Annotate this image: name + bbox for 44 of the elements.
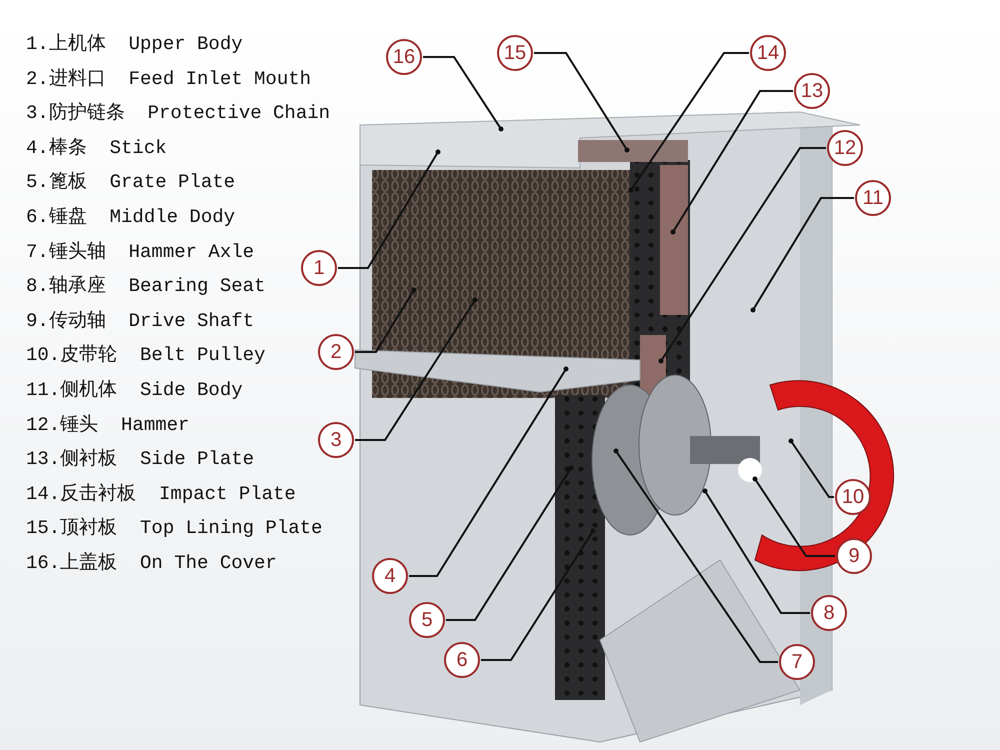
part-name: 10.皮带轮 Belt Pulley xyxy=(26,343,266,368)
part-name: 16.上盖板 On The Cover xyxy=(26,551,277,575)
part-name: 14.反击衬板 Impact Plate xyxy=(26,482,296,506)
callout-number: 12 xyxy=(827,130,863,166)
leader-line xyxy=(658,147,826,364)
part-name: 4.棒条 Stick xyxy=(26,136,167,160)
part-name: 8.轴承座 Bearing Seat xyxy=(26,274,266,298)
callout-number: 15 xyxy=(497,35,533,71)
leader-line xyxy=(481,528,596,661)
callout-number: 10 xyxy=(835,479,871,515)
part-name: 2.进料口 Feed Inlet Mouth xyxy=(26,66,312,91)
leader-line xyxy=(534,52,630,152)
leader-line xyxy=(338,150,440,269)
part-name: 15.顶衬板 Top Lining Plate xyxy=(26,516,322,540)
leader-line xyxy=(670,90,793,234)
callout-number: 9 xyxy=(836,538,872,574)
part-name: 6.锤盘 Middle Dody xyxy=(26,205,236,229)
leader-line xyxy=(355,288,416,353)
part-name: 13.侧衬板 Side Plate xyxy=(26,447,254,472)
callout-number: 1 xyxy=(301,250,337,286)
leader-line xyxy=(788,438,834,498)
leader-line xyxy=(628,52,749,192)
leader-line xyxy=(446,466,574,621)
leader-line xyxy=(423,56,504,132)
callout-number: 14 xyxy=(750,35,786,71)
callout-number: 2 xyxy=(318,334,354,370)
leader-line xyxy=(750,197,854,312)
leader-line xyxy=(702,488,810,614)
leader-line xyxy=(409,366,568,577)
part-name: 5.篦板 Grate Plate xyxy=(26,170,236,194)
part-name: 9.传动轴 Drive Shaft xyxy=(26,308,254,333)
callout-number: 11 xyxy=(855,180,891,216)
leader-line xyxy=(752,476,835,557)
part-name: 12.锤头 Hammer xyxy=(26,412,190,437)
leader-line xyxy=(355,298,478,441)
callout-number: 8 xyxy=(811,595,847,631)
part-name: 7.锤头轴 Hammer Axle xyxy=(26,240,254,264)
part-name: 3.防护链条 Protective Chain xyxy=(26,101,330,126)
callout-number: 3 xyxy=(318,422,354,458)
part-name: 1.上机体 Upper Body xyxy=(26,32,243,56)
callout-number: 13 xyxy=(794,73,830,109)
leader-line xyxy=(614,448,778,663)
part-name: 11.侧机体 Side Body xyxy=(26,378,243,402)
callout-number: 16 xyxy=(386,39,422,75)
